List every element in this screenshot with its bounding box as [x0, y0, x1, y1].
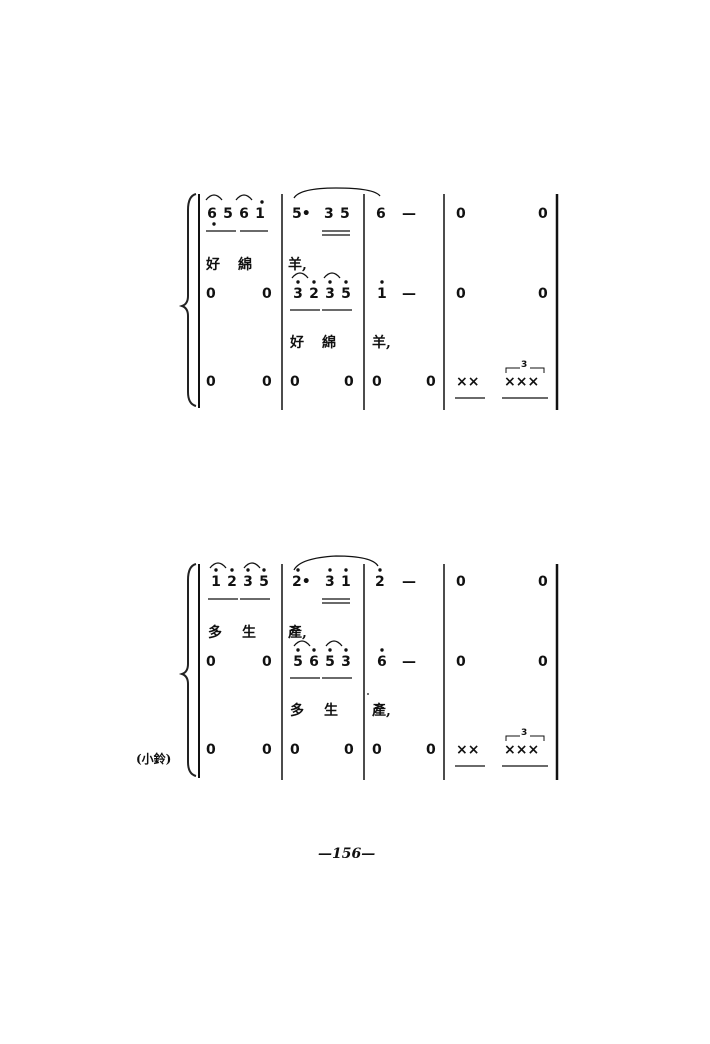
rest: 0 — [456, 654, 466, 670]
rest: 0 — [538, 574, 548, 590]
percussion-hits: ××× — [504, 374, 540, 390]
rest: 0 — [206, 286, 216, 302]
note: 1 — [211, 574, 221, 590]
note: 2 — [375, 574, 385, 590]
octave-dot — [214, 568, 218, 572]
note: 2 — [309, 286, 319, 302]
octave-dot — [262, 568, 266, 572]
slur — [325, 640, 343, 647]
octave-dot — [296, 568, 300, 572]
lyric: 產, — [288, 625, 307, 641]
dash: — — [402, 286, 416, 302]
note: 5• — [292, 206, 311, 222]
dash: — — [402, 654, 416, 670]
lyric: 多 — [290, 703, 304, 719]
octave-dot — [246, 568, 250, 572]
note: 5 — [223, 206, 233, 222]
lyric: 生 — [242, 625, 256, 641]
stray-mark — [367, 693, 369, 695]
note: 5 — [259, 574, 269, 590]
octave-dot — [380, 648, 384, 652]
percussion-hits: ××× — [504, 742, 540, 758]
rest: 0 — [426, 374, 436, 390]
octave-dot — [344, 648, 348, 652]
note: 6 — [239, 206, 249, 222]
lyric: 生 — [324, 703, 338, 719]
note: 3 — [243, 574, 253, 590]
rest: 0 — [344, 742, 354, 758]
lyric: 好 — [290, 335, 304, 351]
octave-dot — [378, 568, 382, 572]
rest: 0 — [262, 286, 272, 302]
dash: — — [402, 574, 416, 590]
rest: 0 — [262, 374, 272, 390]
rest: 0 — [372, 374, 382, 390]
note: 5 — [340, 206, 350, 222]
octave-dot — [312, 648, 316, 652]
rest: 0 — [426, 742, 436, 758]
note: 1 — [377, 286, 387, 302]
note: 1 — [341, 574, 351, 590]
rest: 0 — [290, 742, 300, 758]
note: 3 — [325, 574, 335, 590]
note: 6 — [309, 654, 319, 670]
note: 2 — [227, 574, 237, 590]
lyric: 多 — [208, 625, 222, 641]
page-number: —156— — [318, 846, 376, 862]
rest: 0 — [538, 206, 548, 222]
rest: 0 — [456, 286, 466, 302]
instrument-label: (小鈴) — [136, 752, 172, 766]
note: 6 — [376, 206, 386, 222]
note: 6 — [377, 654, 387, 670]
rest: 0 — [538, 654, 548, 670]
rest: 0 — [262, 742, 272, 758]
rest: 0 — [456, 574, 466, 590]
system-brace — [178, 563, 197, 777]
slur — [209, 562, 227, 569]
note: 6 — [207, 206, 217, 222]
slur — [243, 562, 261, 569]
rest: 0 — [262, 654, 272, 670]
note: 3 — [293, 286, 303, 302]
octave-dot — [328, 648, 332, 652]
note: 3 — [325, 286, 335, 302]
note: 5 — [293, 654, 303, 670]
lyric: 綿 — [322, 335, 336, 351]
rest: 0 — [206, 654, 216, 670]
dash: — — [402, 206, 416, 222]
lyric: 羊, — [372, 335, 391, 351]
octave-dot — [296, 648, 300, 652]
note: 1 — [255, 206, 265, 222]
octave-dot — [344, 568, 348, 572]
rest: 0 — [290, 374, 300, 390]
percussion-hits: ×× — [456, 742, 480, 758]
triplet-mark: 3 — [521, 360, 528, 370]
rest: 0 — [456, 206, 466, 222]
octave-dot — [230, 568, 234, 572]
lyric: 綿 — [238, 257, 252, 273]
rest: 0 — [206, 374, 216, 390]
rest: 0 — [372, 742, 382, 758]
rest: 0 — [206, 742, 216, 758]
lyric: 好 — [206, 257, 220, 273]
lyric: 羊, — [288, 257, 307, 273]
percussion-hits: ×× — [456, 374, 480, 390]
note: 3 — [324, 206, 334, 222]
rest: 0 — [538, 286, 548, 302]
note: 5 — [325, 654, 335, 670]
triplet-mark: 3 — [521, 728, 528, 738]
rest: 0 — [344, 374, 354, 390]
slur — [293, 555, 379, 571]
note: 2• — [292, 574, 311, 590]
lyric: 產, — [372, 703, 391, 719]
note: 5 — [341, 286, 351, 302]
octave-dot — [328, 568, 332, 572]
note: 3 — [341, 654, 351, 670]
